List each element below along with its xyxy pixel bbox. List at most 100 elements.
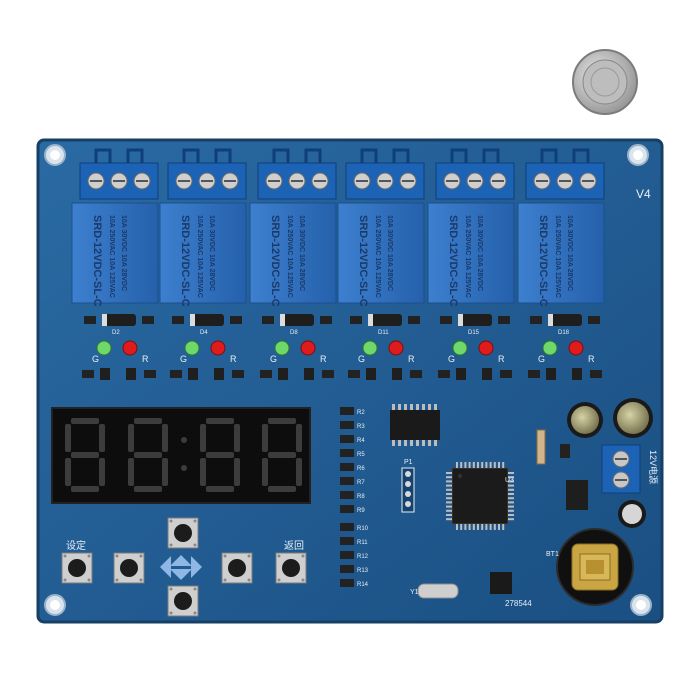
green-led	[362, 340, 378, 356]
back-button[interactable]	[275, 552, 307, 584]
led-red-label: R	[588, 354, 595, 364]
display-digit	[65, 418, 105, 492]
relay-rating-label: 10A 250VAC 10A 125VAC	[374, 215, 381, 298]
led-green-label: G	[180, 354, 187, 364]
display-segment	[200, 458, 206, 486]
smd-resistor	[142, 316, 154, 324]
colon-dot	[181, 465, 187, 471]
smd-resistor	[350, 316, 362, 324]
battery-label: BT1	[546, 551, 559, 558]
flyback-diode	[368, 314, 402, 326]
relay-rating-label: 10A 30VDC 10A 28VDC	[298, 215, 305, 291]
smd-resistor	[438, 370, 450, 378]
smd-resistor: R10	[340, 523, 369, 532]
set-button-label: 设定	[66, 539, 86, 552]
diode-vertical	[536, 429, 546, 465]
transistor	[214, 368, 224, 380]
led-green-label: G	[270, 354, 277, 364]
smd-resistor	[528, 370, 540, 378]
relay-model-label: SRD-12VDC-SL-C	[357, 215, 369, 307]
down-left-button[interactable]	[113, 552, 145, 584]
green-led	[452, 340, 468, 356]
power-terminal-block	[601, 444, 641, 494]
display-digit	[128, 418, 168, 492]
red-led	[122, 340, 138, 356]
screw-terminal-block	[257, 148, 337, 200]
screw-terminal-block	[345, 148, 425, 200]
display-digit	[262, 418, 302, 492]
smd-resistor: R5	[340, 449, 365, 458]
smd-resistor	[408, 316, 420, 324]
relay-model-label: SRD-12VDC-SL-C	[447, 215, 459, 307]
red-led	[568, 340, 584, 356]
red-led	[388, 340, 404, 356]
relay-model-label: SRD-12VDC-SL-C	[269, 215, 281, 307]
mounting-holes	[44, 144, 652, 616]
electrolytic-capacitor-c10	[567, 402, 603, 438]
diode-label: D4	[200, 330, 208, 336]
set-button[interactable]	[61, 552, 93, 584]
transistor	[278, 368, 288, 380]
direction-arrows-icon	[160, 555, 202, 580]
display-segment	[234, 458, 240, 486]
smd-resistor: R13	[340, 565, 369, 574]
resistor-label: R12	[357, 554, 369, 560]
relay-rating-label: 10A 250VAC 10A 125VAC	[464, 215, 471, 298]
transistor	[456, 368, 466, 380]
flyback-diode	[190, 314, 224, 326]
display-segment	[296, 424, 302, 452]
resistor-label: R13	[357, 568, 369, 574]
relay-model-label: SRD-12VDC-SL-C	[91, 215, 103, 307]
smd-resistor: R8	[340, 491, 365, 500]
transistor	[100, 368, 110, 380]
resistor-label: R2	[357, 410, 365, 416]
display-segment	[268, 486, 296, 492]
smd-resistor	[170, 370, 182, 378]
relay-rating-label: 10A 30VDC 10A 28VDC	[566, 215, 573, 291]
flyback-diode	[280, 314, 314, 326]
resistor-label: R4	[357, 438, 365, 444]
relay-rating-label: 10A 250VAC 10A 125VAC	[554, 215, 561, 298]
smd-resistor: R14	[340, 579, 369, 588]
screw-terminal-block	[525, 148, 605, 200]
up-button[interactable]	[167, 517, 199, 549]
transistor	[392, 368, 402, 380]
power-label: 12V电源	[648, 450, 659, 484]
relay-rating-label: 10A 30VDC 10A 28VDC	[120, 215, 127, 291]
resistor-label: R5	[357, 452, 365, 458]
display-segment	[162, 424, 168, 452]
resistor-label: R14	[357, 582, 369, 588]
display-segment	[99, 424, 105, 452]
screw-terminal-block	[435, 148, 515, 200]
transistor	[482, 368, 492, 380]
smd-resistor	[232, 370, 244, 378]
resistor-label: R8	[357, 494, 365, 500]
diode-bd1	[560, 444, 570, 458]
green-led	[542, 340, 558, 356]
green-led	[274, 340, 290, 356]
down-button[interactable]	[167, 585, 199, 617]
diode-label: D18	[558, 330, 570, 336]
display-segment	[128, 424, 134, 452]
smd-resistor: R2	[340, 407, 365, 416]
rtc-ic	[490, 572, 512, 594]
screw-terminal-block	[167, 148, 247, 200]
led-green-label: G	[538, 354, 545, 364]
smd-resistor: R11	[340, 537, 368, 546]
voltage-regulator	[566, 480, 588, 510]
shift-register-ic	[390, 404, 440, 446]
relay-channels: SRD-12VDC-SL-C 10A 250VAC 10A 125VAC 10A 3…	[71, 148, 605, 380]
smd-resistor	[410, 370, 422, 378]
center-button[interactable]	[221, 552, 253, 584]
display-segment	[268, 452, 296, 458]
smd-resistor	[498, 316, 510, 324]
